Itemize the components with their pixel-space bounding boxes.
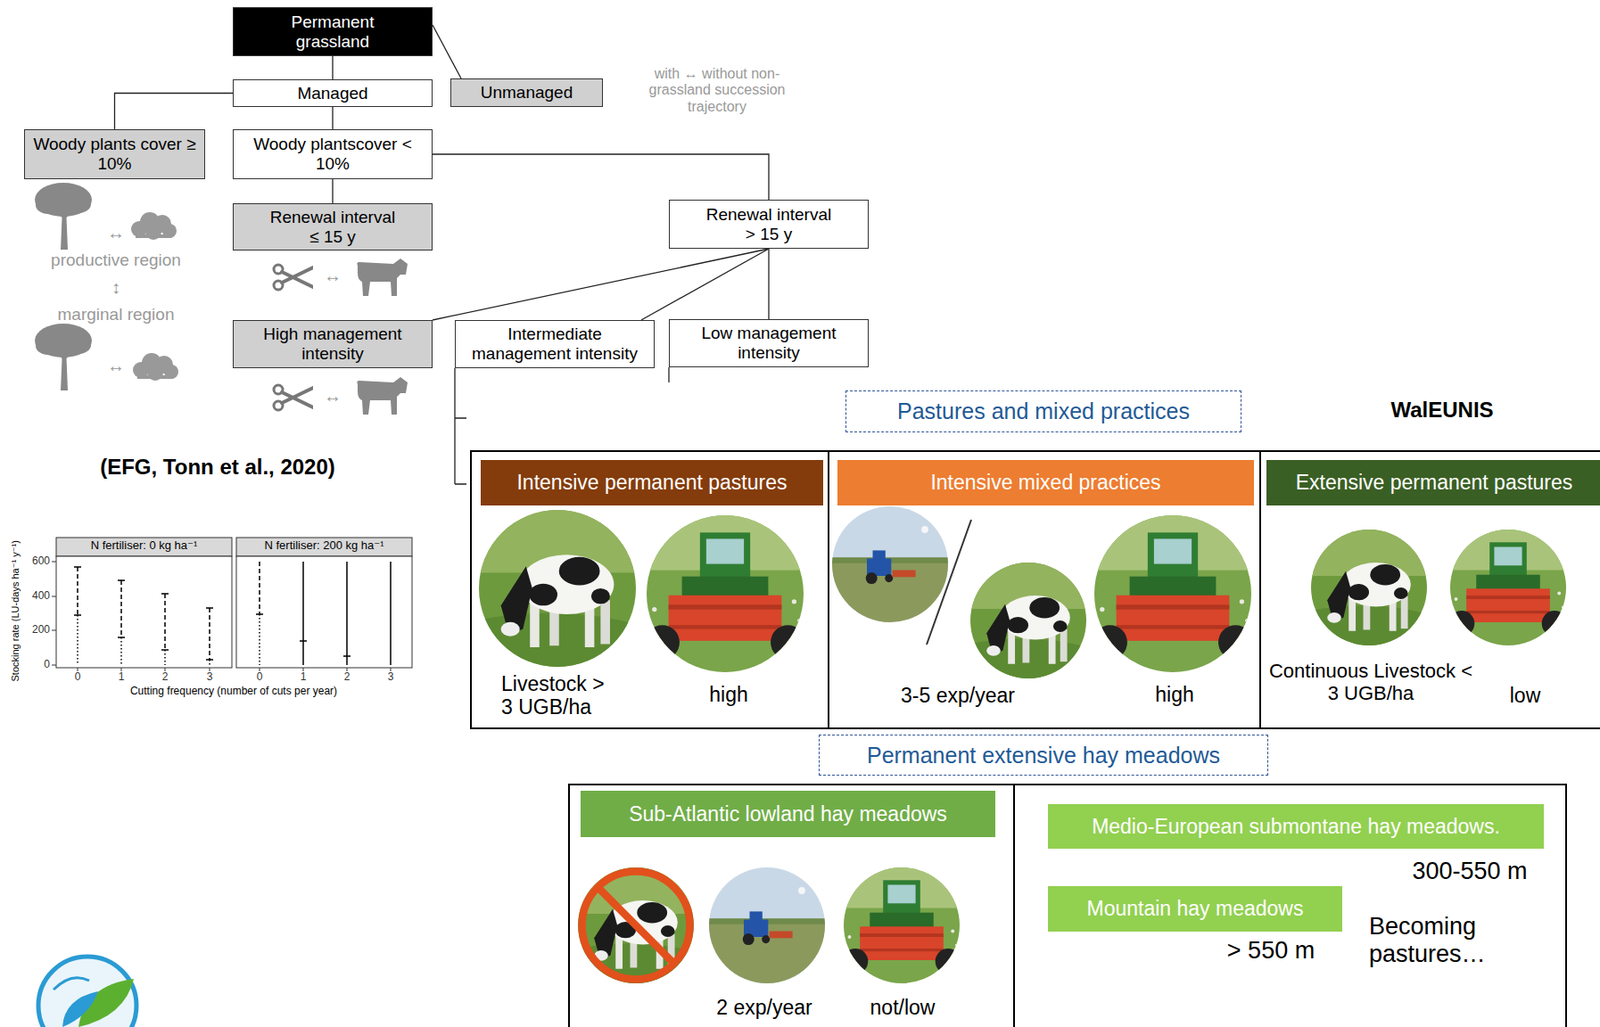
annotation-label: 200 bbox=[23, 624, 50, 637]
category-box: Managed bbox=[232, 79, 433, 108]
annotation-label: 0 bbox=[250, 671, 269, 685]
category-box: Unmanaged bbox=[450, 78, 603, 108]
box-label: Medio-European submontane hay meadows. bbox=[1091, 815, 1501, 839]
annotation-label: 0 bbox=[68, 671, 87, 685]
box-label: Managed bbox=[296, 83, 368, 104]
annotation-label: WalEUNIS bbox=[1370, 397, 1514, 423]
box-label: Pastures and mixed practices bbox=[897, 398, 1190, 425]
cell-text: Continuous Livestock < 3 UGB/ha bbox=[1263, 659, 1478, 706]
box-label: Sub-Atlantic lowland hay meadows bbox=[628, 802, 948, 826]
cell-text: 3-5 exp/year bbox=[877, 684, 1039, 708]
annotation-label: ↔ bbox=[319, 265, 347, 287]
cell-text: 300-550 m bbox=[1393, 857, 1546, 886]
category-box: Woody plantscover < 10% bbox=[232, 129, 433, 180]
category-box: Low management intensity bbox=[668, 319, 869, 368]
cell-text: > 550 m bbox=[1208, 937, 1334, 965]
cell-text: 2 exp/year bbox=[701, 996, 827, 1020]
box-label: Permanent grassland bbox=[274, 12, 391, 52]
box-label: High management intensity bbox=[247, 324, 418, 364]
box-label: Intermediate management intensity bbox=[465, 324, 644, 364]
annotation-label: 3 bbox=[381, 671, 400, 685]
root-box: Permanent grassland bbox=[232, 7, 433, 57]
box-label: Intensive mixed practices bbox=[930, 470, 1161, 495]
tree-connector bbox=[331, 107, 333, 130]
box-label: Permanent extensive hay meadows bbox=[866, 742, 1221, 769]
annotation-label: 2 bbox=[156, 671, 174, 685]
box-label: Mountain hay meadows bbox=[1087, 897, 1304, 921]
box-label: Low management intensity bbox=[692, 323, 845, 363]
header-band: Mountain hay meadows bbox=[1047, 886, 1343, 932]
annotation-label: 600 bbox=[23, 555, 50, 569]
tree-connector bbox=[432, 154, 769, 200]
cell-text: Livestock > 3 UGB/ha bbox=[501, 672, 613, 720]
header-band: Extensive permanent pastures bbox=[1266, 460, 1600, 506]
section-header: Pastures and mixed practices bbox=[845, 390, 1242, 433]
box-label: Extensive permanent pastures bbox=[1295, 470, 1574, 495]
annotation-label: N fertiliser: 200 kg ha⁻¹ bbox=[236, 539, 413, 553]
header-band: Intensive permanent pastures bbox=[480, 460, 824, 506]
box-label: Woody plants cover ≥ 10% bbox=[32, 134, 198, 174]
annotation-label: 400 bbox=[23, 590, 50, 603]
header-band: Medio-European submontane hay meadows. bbox=[1047, 804, 1544, 850]
box-label: Unmanaged bbox=[480, 82, 574, 103]
annotation-label: ↔ bbox=[319, 386, 347, 407]
header-band: Intensive mixed practices bbox=[837, 460, 1254, 506]
section-header: Permanent extensive hay meadows bbox=[818, 734, 1269, 776]
box-label: Woody plantscover < 10% bbox=[252, 134, 413, 174]
category-box: High management intensity bbox=[232, 320, 433, 369]
box-label: Intensive permanent pastures bbox=[516, 470, 787, 495]
annotation-label: 0 bbox=[23, 659, 50, 672]
category-box: Renewal interval > 15 y bbox=[668, 199, 869, 249]
table-cell: 3-5 exp/year high Intensive mixed practice… bbox=[827, 450, 1262, 730]
box-label: Renewal interval ≤ 15 y bbox=[265, 207, 400, 248]
tree-connector bbox=[767, 248, 769, 320]
tree-connector bbox=[432, 24, 462, 79]
category-box: Renewal interval ≤ 15 y bbox=[232, 203, 433, 251]
tree-connector bbox=[331, 56, 333, 80]
annotation-label: 2 bbox=[338, 671, 356, 685]
annotation-label: (EFG, Tonn et al., 2020) bbox=[39, 454, 396, 480]
annotation-label: marginal region bbox=[26, 305, 206, 325]
tree-connector bbox=[432, 248, 769, 321]
category-box: Woody plants cover ≥ 10% bbox=[24, 129, 206, 180]
cell-text: low bbox=[1498, 684, 1552, 708]
annotation-label: with ↔ without non-grassland succession … bbox=[641, 65, 793, 116]
box-label: Renewal interval > 15 y bbox=[701, 205, 836, 245]
annotation-label: ↔ bbox=[102, 222, 130, 244]
tree-connector bbox=[641, 248, 769, 321]
table-cell: 300-550 m > 550 m Becoming pastures… Medio-… bbox=[1013, 783, 1568, 1027]
annotation-label: ↔ bbox=[102, 355, 130, 377]
annotation-label: 1 bbox=[294, 671, 313, 685]
cell-text: Becoming pastures… bbox=[1369, 913, 1503, 969]
table-cell: Continuous Livestock < 3 UGB/ha low Extens… bbox=[1259, 450, 1600, 730]
table-cell: 2 exp/year not/low Sub-Atlantic lowland ha… bbox=[568, 783, 1015, 1027]
tree-connector bbox=[115, 93, 234, 131]
category-box: Intermediate management intensity bbox=[454, 320, 655, 369]
annotation-label: productive region bbox=[26, 250, 206, 271]
annotation-label: 3 bbox=[200, 671, 219, 685]
annotation-label: ↕ bbox=[102, 277, 130, 298]
cell-text: high bbox=[1138, 683, 1211, 707]
annotation-label: 1 bbox=[112, 671, 131, 685]
cell-text: high bbox=[692, 683, 765, 707]
cell-text: not/low bbox=[849, 996, 957, 1020]
header-band: Sub-Atlantic lowland hay meadows bbox=[580, 791, 996, 838]
tree-connector bbox=[331, 179, 333, 204]
annotation-label: N fertiliser: 0 kg ha⁻¹ bbox=[56, 539, 232, 553]
annotation-label: Stocking rate (LU-days ha⁻¹ y⁻¹) bbox=[9, 521, 22, 701]
table-cell: Livestock > 3 UGB/ha high Intensive perman… bbox=[470, 450, 830, 730]
annotation-label: Cutting frequency (number of cuts per ye… bbox=[55, 685, 413, 699]
